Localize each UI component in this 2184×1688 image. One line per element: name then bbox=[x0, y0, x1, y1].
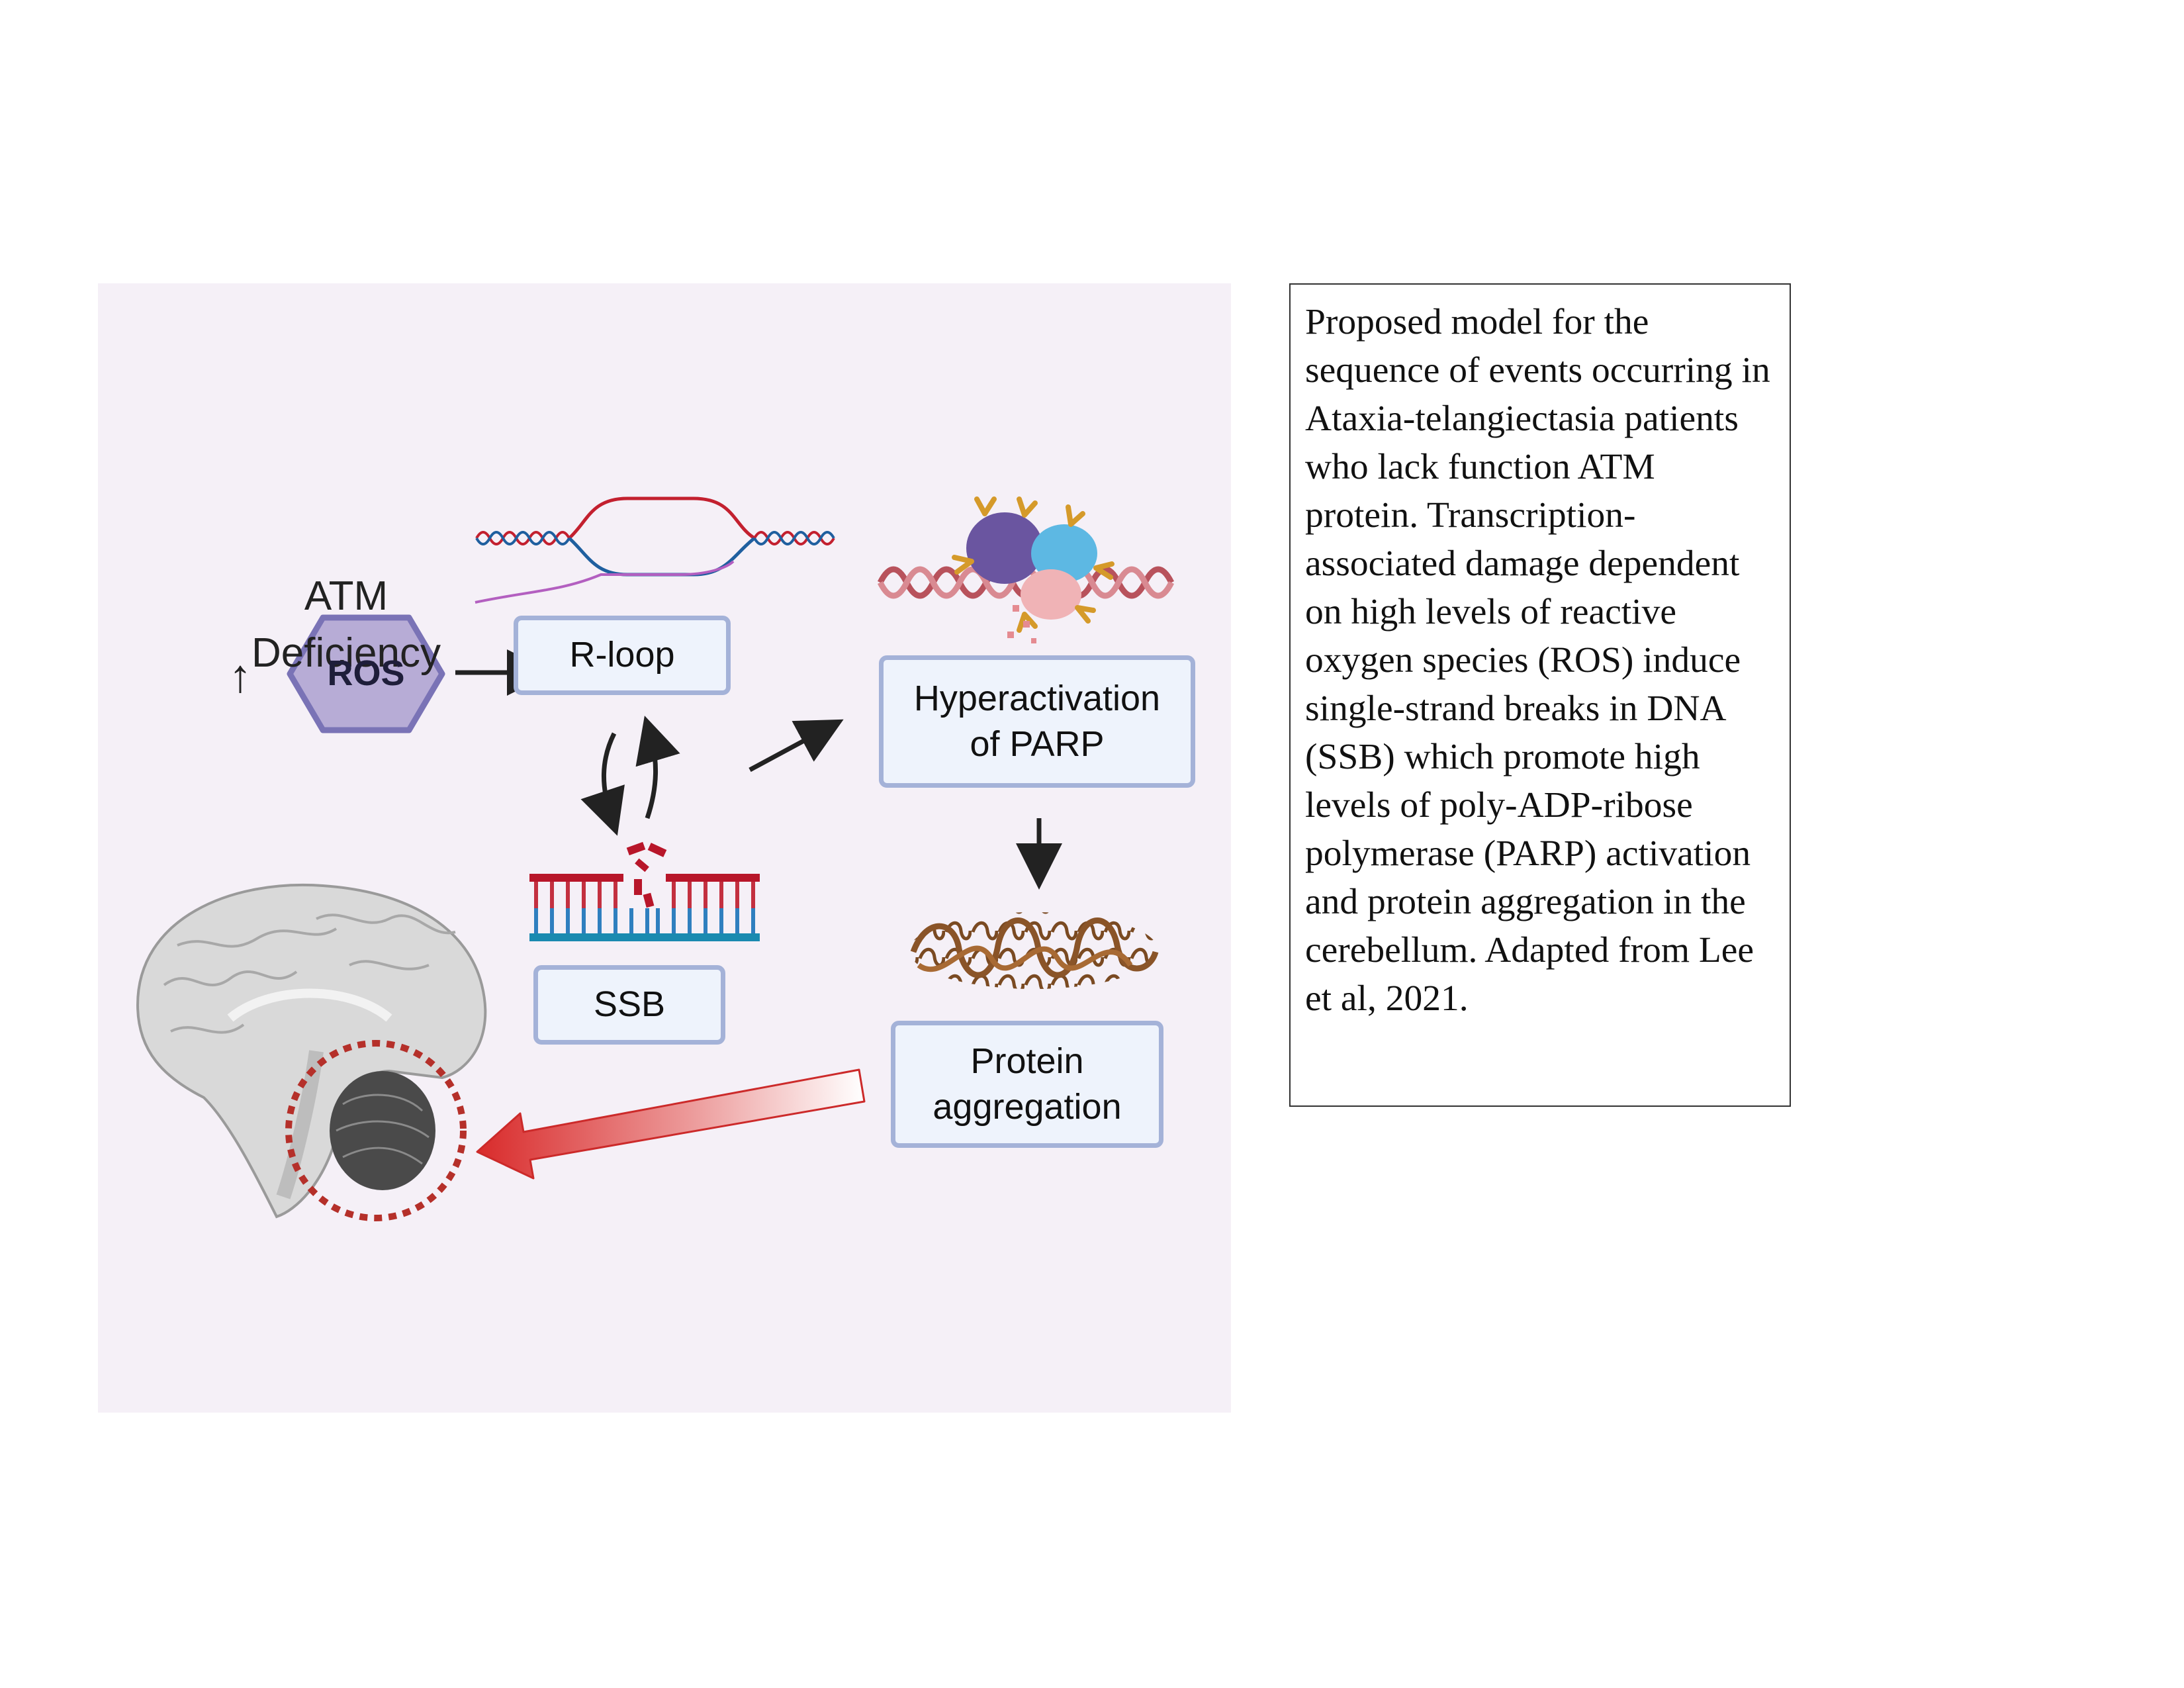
aggregation-label: Protein aggregation bbox=[933, 1041, 1122, 1127]
arrow-ssb-to-rloop bbox=[635, 716, 680, 820]
rloop-label: R-loop bbox=[569, 635, 675, 675]
caption-text: Proposed model for the sequence of event… bbox=[1305, 302, 1770, 1019]
dna-rloop-icon bbox=[475, 496, 835, 604]
aggregation-box: Protein aggregation bbox=[891, 1021, 1163, 1148]
rloop-box: R-loop bbox=[514, 616, 731, 695]
parp-label: Hyperactivation of PARP bbox=[913, 678, 1161, 764]
arrow-rloop-to-ssb bbox=[580, 732, 625, 836]
ros-label: ROS bbox=[327, 653, 405, 693]
diagram-graphics bbox=[136, 496, 1175, 1221]
atm-deficiency-label: ATM Deficiency bbox=[251, 573, 441, 676]
ssb-box: SSB bbox=[533, 965, 725, 1045]
figure-panel: ATM Deficiency ↑ ROS R-loop SSB Hyperact… bbox=[98, 283, 1231, 1413]
parp-protein-icon bbox=[877, 496, 1175, 643]
ssb-label: SSB bbox=[593, 984, 666, 1025]
caption-box: Proposed model for the sequence of event… bbox=[1289, 283, 1791, 1107]
increase-arrow: ↑ bbox=[228, 650, 252, 702]
parp-box: Hyperactivation of PARP bbox=[879, 655, 1195, 788]
ssb-dna-icon bbox=[529, 841, 760, 941]
arrow-aggregation-to-cerebellum bbox=[476, 1068, 866, 1180]
protein-aggregate-icon bbox=[909, 912, 1159, 989]
ros-hexagon bbox=[287, 614, 445, 733]
arrow-cycle-to-parp bbox=[749, 719, 844, 773]
brain-cerebellum-icon bbox=[136, 884, 487, 1221]
